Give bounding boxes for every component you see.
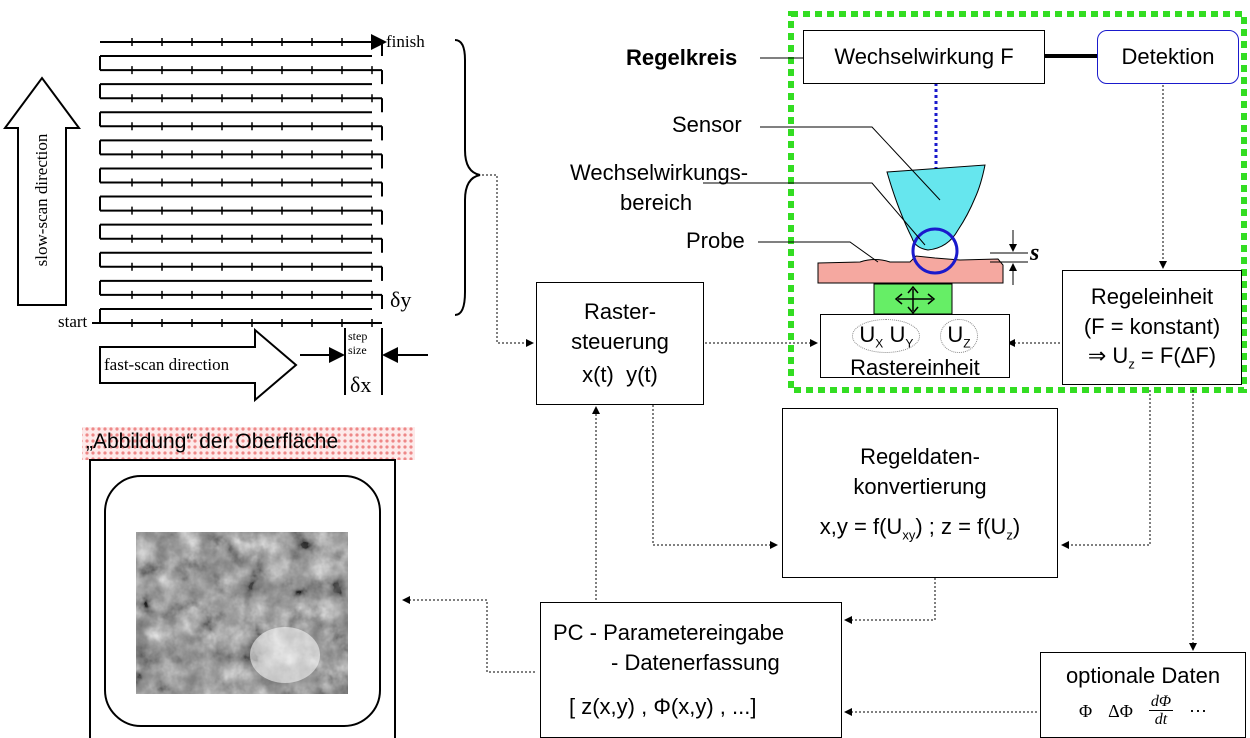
pc-box: PC - Parametereingabe - Datenerfassung [… — [540, 602, 842, 738]
derivative-fraction: dΦ dt — [1148, 692, 1174, 729]
pc-line2: - Datenerfassung — [611, 650, 780, 676]
interaction-label: Wechselwirkung F — [834, 44, 1014, 70]
pc-line3: [ z(x,y) , Φ(x,y) , ...] — [569, 693, 757, 719]
control-unit-box: Regeleinheit (F = konstant) ⇒ Uz = F(ΔF) — [1062, 270, 1242, 385]
conversion-line2: konvertierung — [853, 474, 987, 500]
slow-scan-arrow — [3, 76, 81, 306]
delta-x-label: δx — [350, 372, 372, 397]
pc-line1: PC - Parametereingabe — [553, 620, 785, 646]
curly-brace — [454, 39, 481, 316]
scan-start-label: start — [58, 312, 88, 331]
raster-ticks — [131, 38, 373, 327]
conversion-formula: x,y = f(Uxy) ; z = f(Uz) — [819, 513, 1021, 543]
raster-scan-lines — [99, 41, 383, 324]
ellipsis-symbol: ⋯ — [1189, 700, 1208, 721]
voltage-z: UZ — [940, 319, 978, 353]
raster-control-line3: x(t) y(t) — [582, 362, 658, 388]
optional-data-box: optionale Daten Φ ΔΦ dΦ dt ⋯ — [1040, 652, 1246, 738]
size-label: size — [348, 343, 367, 357]
caption-background — [82, 427, 415, 460]
sample-label: Probe — [686, 228, 745, 253]
conversion-line1: Regeldaten- — [860, 444, 980, 470]
fast-scan-arrow — [99, 327, 298, 403]
control-unit-line1: Regeleinheit — [1090, 283, 1214, 309]
raster-control-box: Raster- steuerung x(t) y(t) — [536, 282, 704, 405]
scan-finish-label: finish — [386, 32, 425, 51]
sample-surface — [817, 255, 1004, 284]
sensor-label: Sensor — [672, 112, 742, 137]
interaction-area-circle — [911, 227, 959, 275]
slow-scan-label: slow-scan direction — [32, 133, 51, 267]
detection-label: Detektion — [1121, 44, 1215, 70]
step-size-marker — [300, 328, 428, 395]
raster-control-line2: steuerung — [571, 328, 669, 354]
delta-phi-symbol: ΔΦ — [1108, 700, 1133, 721]
interaction-area-label-2: bereich — [620, 190, 693, 215]
phi-symbol: Φ — [1078, 700, 1093, 721]
raster-unit-box: UX UY UZ Rastereinheit — [820, 314, 1010, 380]
control-loop-frame — [788, 11, 1247, 393]
optional-data-title: optionale Daten — [1065, 663, 1221, 688]
image-caption: „Abbildung“ der Oberfläche — [86, 430, 339, 453]
conversion-box: Regeldaten- konvertierung x,y = f(Uxy) ;… — [782, 408, 1058, 578]
control-unit-line2: (F = konstant) — [1083, 313, 1221, 339]
interaction-area-label-1: Wechselwirkungs- — [570, 160, 749, 185]
voltage-xy: UX UY — [852, 319, 921, 353]
sensor-tip — [886, 164, 986, 251]
scan-raster-pattern — [92, 34, 387, 327]
delta-y-label: δy — [390, 287, 412, 312]
step-label: step — [348, 329, 368, 343]
control-unit-line3: ⇒ Uz = F(ΔF) — [1087, 343, 1217, 372]
fast-scan-label: fast-scan direction — [104, 355, 230, 374]
distance-s-label: s — [1030, 240, 1040, 266]
interaction-box: Wechselwirkung F — [803, 30, 1045, 84]
detection-box: Detektion — [1097, 30, 1239, 84]
raster-control-line1: Raster- — [583, 298, 657, 324]
raster-unit-label: Rastereinheit — [850, 354, 980, 380]
control-loop-title: Regelkreis — [626, 45, 738, 70]
